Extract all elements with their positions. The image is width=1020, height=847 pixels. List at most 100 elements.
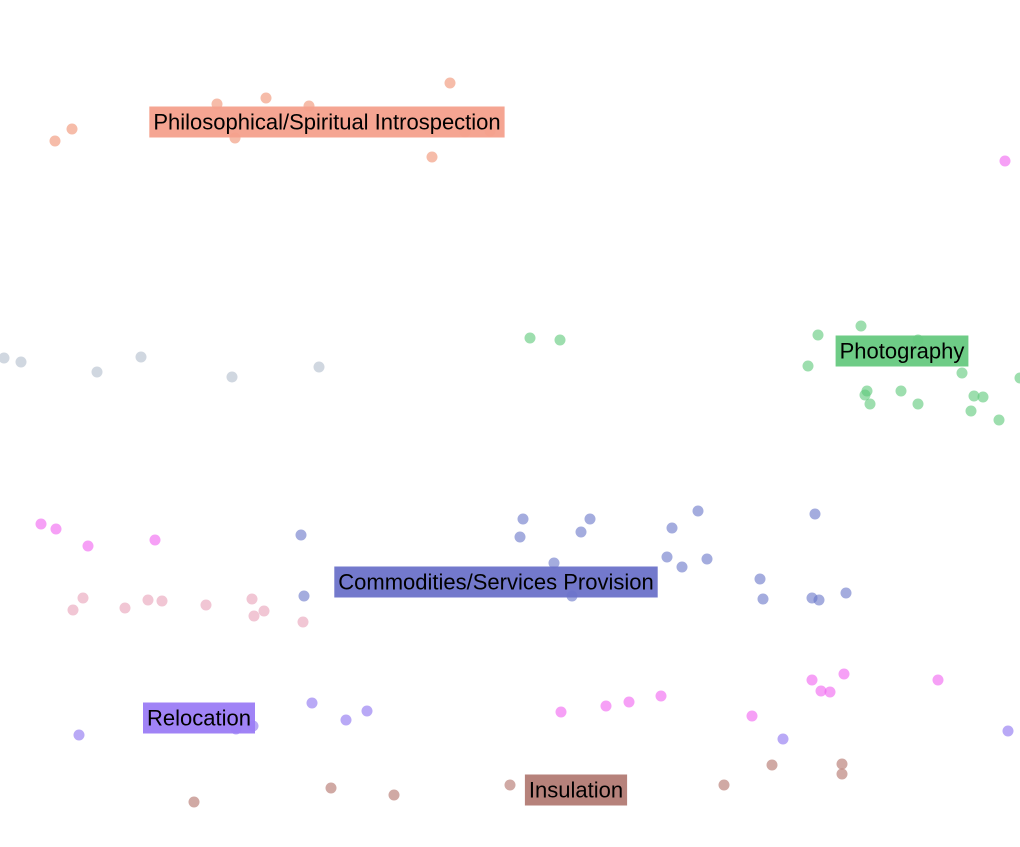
- scatter-point: [306, 697, 318, 709]
- scatter-point: [766, 759, 778, 771]
- cluster-label-box: [334, 566, 658, 598]
- cluster-label-text: Commodities/Services Provision: [338, 570, 653, 595]
- scatter-point: [340, 714, 352, 726]
- scatter-point: [325, 782, 337, 794]
- scatter-point: [298, 590, 310, 602]
- scatter-point: [777, 733, 789, 745]
- scatter-point: [813, 594, 825, 606]
- cluster-label-box: [149, 106, 505, 138]
- scatter-point: [993, 414, 1005, 426]
- scatter-point: [554, 334, 566, 346]
- scatter-point: [999, 155, 1011, 167]
- scatter-point: [0, 352, 10, 364]
- scatter-point: [956, 367, 968, 379]
- cluster-labels: Insulation Relocation Commodities/Services…: [143, 106, 969, 806]
- scatter-point: [504, 779, 516, 791]
- scatter-point: [912, 398, 924, 410]
- scatter-point: [135, 351, 147, 363]
- scatter-point: [260, 92, 272, 104]
- scatter-point: [91, 366, 103, 378]
- scatter-point: [692, 505, 704, 517]
- scatter-point: [676, 561, 688, 573]
- scatter-point: [757, 593, 769, 605]
- scatter-point: [861, 385, 873, 397]
- scatter-point: [426, 151, 438, 163]
- cluster-label-box: [524, 774, 628, 806]
- scatter-point: [77, 592, 89, 604]
- cluster-label-text: Relocation: [147, 706, 251, 731]
- scatter-point: [1014, 372, 1020, 384]
- scatter-point: [200, 599, 212, 611]
- cluster-label: Relocation: [143, 702, 255, 734]
- scatter-point: [49, 135, 61, 147]
- scatter-point: [226, 371, 238, 383]
- scatter-point: [802, 360, 814, 372]
- scatter-point: [746, 710, 758, 722]
- scatter-point: [82, 540, 94, 552]
- scatter-point: [655, 690, 667, 702]
- scatter-point: [313, 361, 325, 373]
- scatter-point: [718, 779, 730, 791]
- scatter-point: [246, 593, 258, 605]
- scatter-point: [548, 557, 560, 569]
- scatter-point: [932, 674, 944, 686]
- scatter-point: [855, 320, 867, 332]
- scatter-point: [297, 616, 309, 628]
- scatter-point: [149, 534, 161, 546]
- scatter-point: [809, 508, 821, 520]
- scatter-point: [836, 768, 848, 780]
- scatter-point: [517, 513, 529, 525]
- scatter-point: [248, 610, 260, 622]
- scatter-point: [524, 332, 536, 344]
- cluster-label-box: [143, 702, 255, 734]
- scatter-point: [188, 796, 200, 808]
- scatter-point: [838, 668, 850, 680]
- scatter-point: [388, 789, 400, 801]
- scatter-point: [119, 602, 131, 614]
- scatter-point: [156, 595, 168, 607]
- scatter-point: [623, 696, 635, 708]
- scatter-point: [977, 391, 989, 403]
- scatter-point: [812, 329, 824, 341]
- scatter-point: [754, 573, 766, 585]
- scatter-point: [968, 390, 980, 402]
- cluster-label: Commodities/Services Provision: [334, 566, 658, 598]
- scatter-point: [50, 523, 62, 535]
- cluster-label: Philosophical/Spiritual Introspection: [149, 106, 505, 138]
- scatter-point: [142, 594, 154, 606]
- scatter-point: [836, 758, 848, 770]
- scatter-point: [666, 522, 678, 534]
- cluster-label-box: [835, 335, 969, 367]
- scatter-point: [895, 385, 907, 397]
- cluster-label-text: Philosophical/Spiritual Introspection: [153, 110, 500, 135]
- scatter-point: [258, 605, 270, 617]
- scatter-point: [1002, 725, 1014, 737]
- scatter-point: [600, 700, 612, 712]
- scatter-point: [824, 686, 836, 698]
- scatter-point: [815, 685, 827, 697]
- scatter-point: [73, 729, 85, 741]
- scatter-point: [701, 553, 713, 565]
- scatter-point: [864, 398, 876, 410]
- scatter-point: [584, 513, 596, 525]
- scatter-point: [35, 518, 47, 530]
- scatter-point: [361, 705, 373, 717]
- scatter-point: [67, 604, 79, 616]
- scatter-point: [575, 526, 587, 538]
- scatter-point: [965, 405, 977, 417]
- scatter-point: [806, 674, 818, 686]
- cluster-label-text: Photography: [840, 339, 965, 364]
- scatter-point: [15, 356, 27, 368]
- scatter-point: [444, 77, 456, 89]
- points-layer: [0, 77, 1020, 808]
- scatter-point: [295, 529, 307, 541]
- scatter-point: [840, 587, 852, 599]
- cluster-label: Insulation: [524, 774, 628, 806]
- scatter-point: [514, 531, 526, 543]
- scatter-point: [555, 706, 567, 718]
- scatter-point: [66, 123, 78, 135]
- cluster-label-text: Insulation: [529, 778, 623, 803]
- scatter-point: [661, 551, 673, 563]
- cluster-label: Photography: [835, 335, 969, 367]
